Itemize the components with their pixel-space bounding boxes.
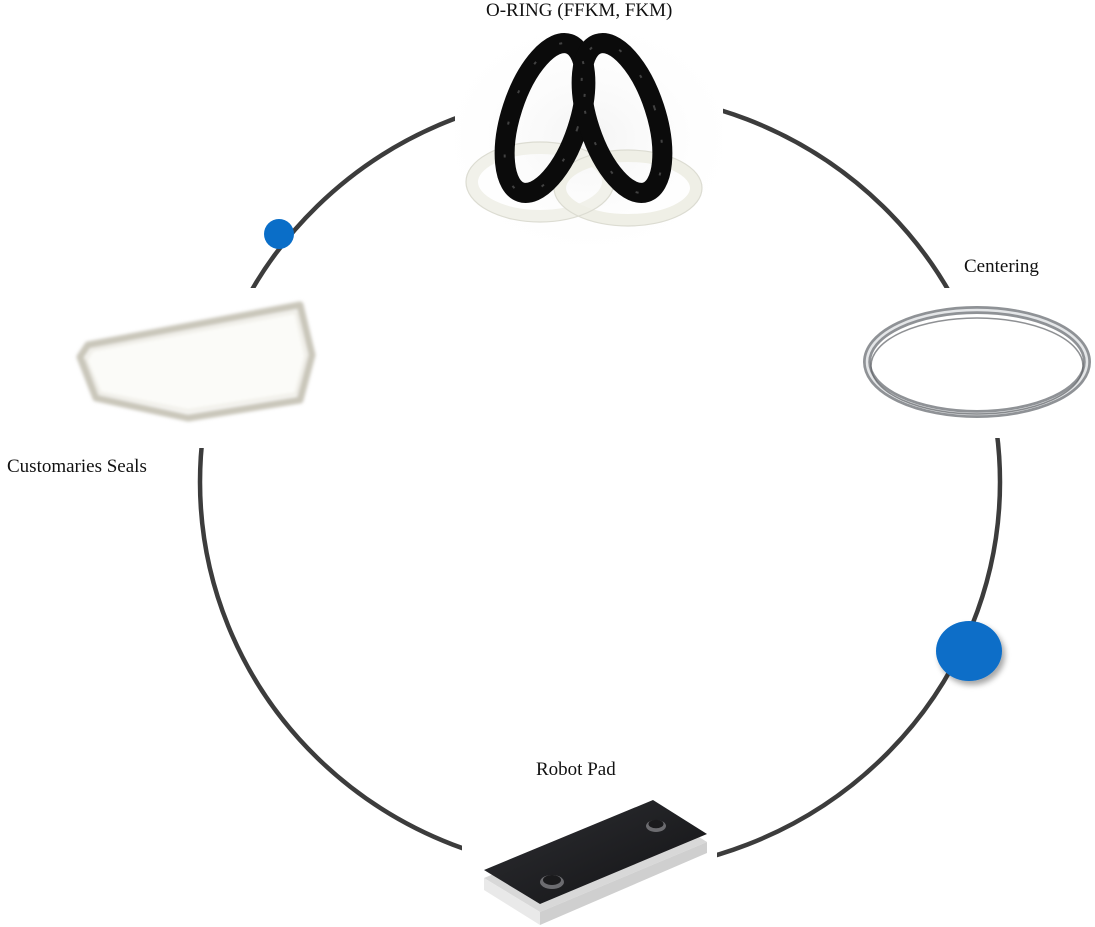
centering-ring-image bbox=[862, 288, 1095, 438]
centering-label: Centering bbox=[964, 256, 1039, 278]
cycle-dot-large bbox=[936, 621, 1002, 681]
o-ring-image bbox=[455, 30, 723, 245]
customaries-seals-label: Customaries Seals bbox=[7, 456, 147, 478]
robot-pad-image bbox=[462, 790, 717, 927]
cycle-dot-small bbox=[264, 219, 294, 249]
o-ring-label: O-RING (FFKM, FKM) bbox=[486, 0, 672, 22]
custom-seal-image bbox=[66, 288, 316, 448]
robot-pad-label: Robot Pad bbox=[536, 759, 616, 781]
